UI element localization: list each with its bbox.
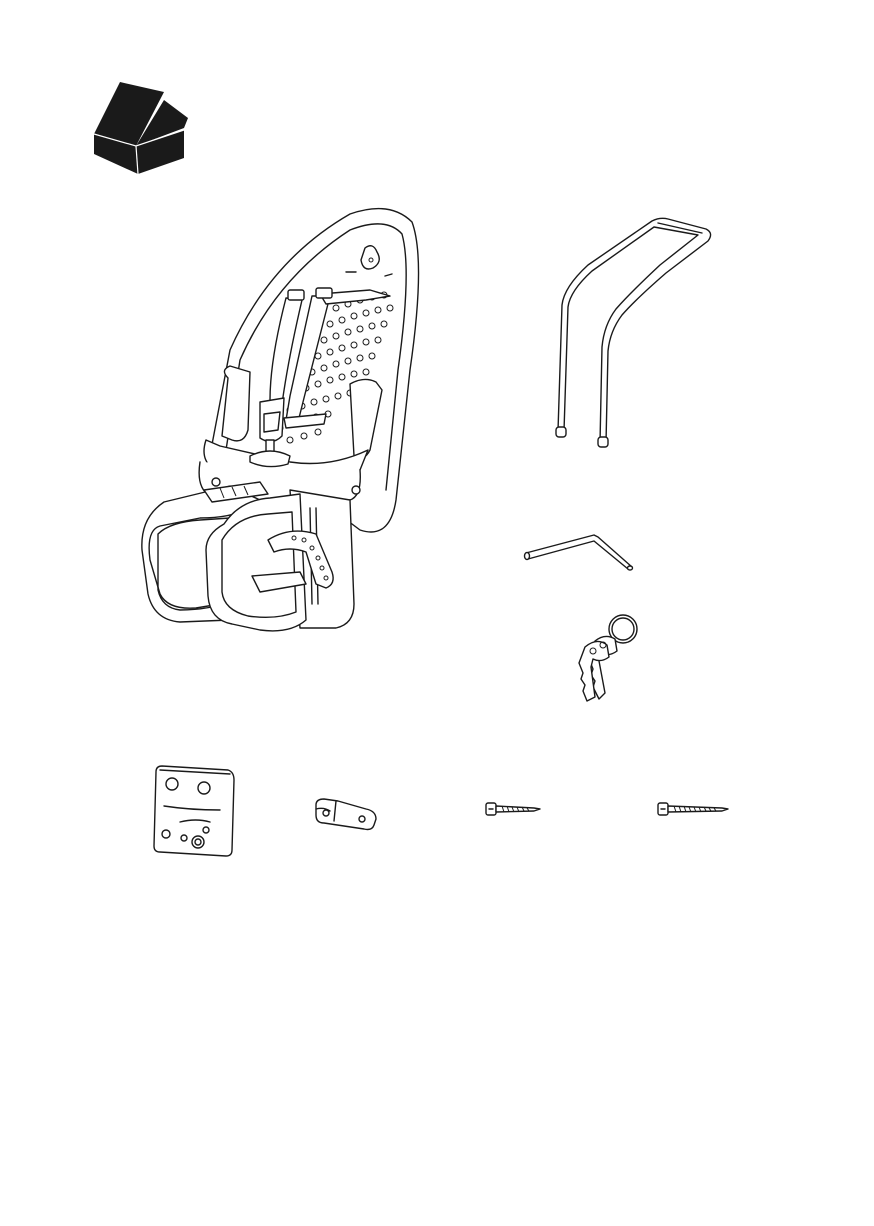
mounting-bracket [150, 760, 240, 860]
short-screw [484, 800, 544, 820]
frame-clamp [310, 795, 380, 835]
hex-key-icon [520, 525, 640, 575]
child-bike-seat [140, 200, 430, 660]
open-box-icon [80, 80, 190, 176]
seat-mounting-frame [548, 215, 718, 455]
lock-keys-icon [575, 605, 645, 705]
long-screw [656, 800, 732, 820]
